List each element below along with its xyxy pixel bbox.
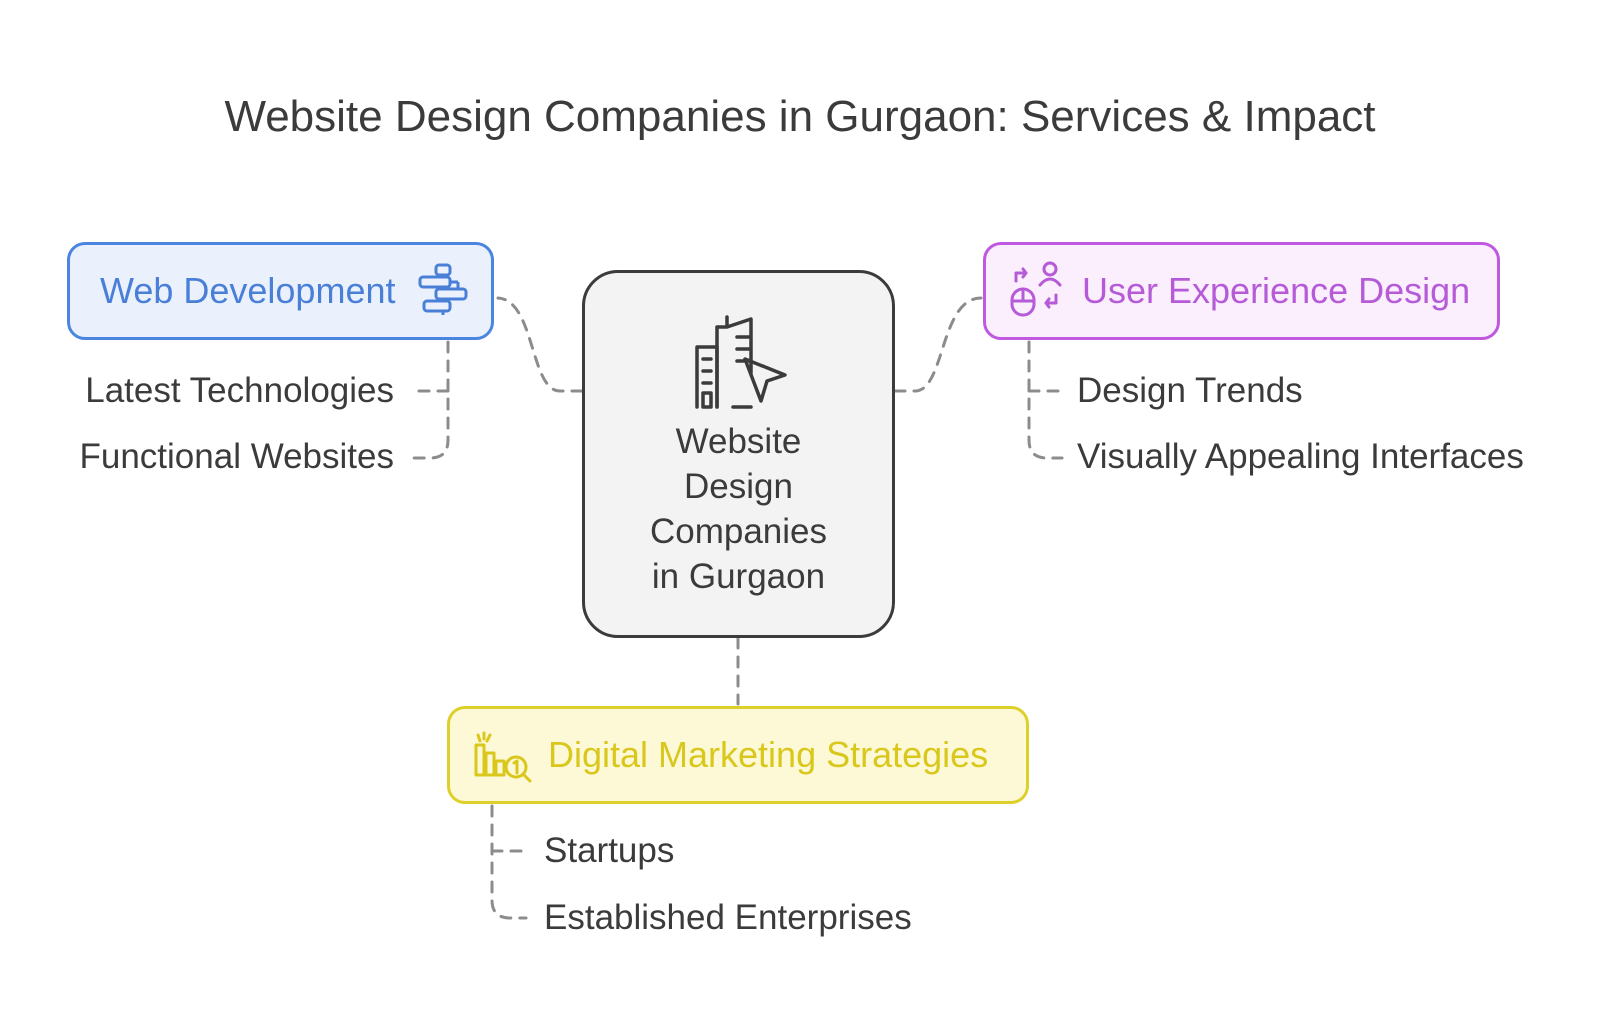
central-topic-line-4: in Gurgaon (651, 557, 826, 596)
user-swap-mouse-icon (1008, 259, 1068, 324)
page-title: Website Design Companies in Gurgaon: Ser… (224, 92, 1376, 141)
central-topic-line-2: Design (684, 467, 793, 506)
digital-marketing-item-2: Established Enterprises (544, 898, 912, 937)
central-topic-line-1: Website (675, 422, 802, 461)
connector-web-dev-items (412, 340, 450, 460)
web-development-item-2: Functional Websites (79, 437, 394, 476)
web-development-node: Web Development (67, 242, 494, 340)
digital-marketing-node: Digital Marketing Strategies (447, 706, 1029, 804)
central-topic-node: Website Design Companies in Gurgaon (582, 270, 895, 638)
user-experience-item-2: Visually Appealing Interfaces (1077, 437, 1524, 476)
bar-chart-search-icon (472, 723, 532, 788)
connector-center-user-experience (893, 296, 983, 393)
city-building-cursor-icon (693, 313, 789, 414)
digital-marketing-label: Digital Marketing Strategies (548, 734, 989, 775)
connector-dm-items (490, 804, 528, 920)
user-experience-design-label: User Experience Design (1082, 270, 1471, 311)
user-experience-item-1: Design Trends (1077, 371, 1303, 410)
flowchart-blocks-icon (414, 259, 474, 324)
digital-marketing-item-1: Startups (544, 831, 675, 870)
web-development-label: Web Development (100, 270, 396, 311)
user-experience-design-node: User Experience Design (983, 242, 1500, 340)
web-development-item-1: Latest Technologies (85, 371, 394, 410)
central-topic-line-3: Companies (649, 512, 828, 551)
connector-ux-items (1027, 340, 1064, 460)
central-topic-text: Website Design Companies in Gurgaon (585, 419, 892, 599)
connector-center-web-development (496, 296, 584, 393)
